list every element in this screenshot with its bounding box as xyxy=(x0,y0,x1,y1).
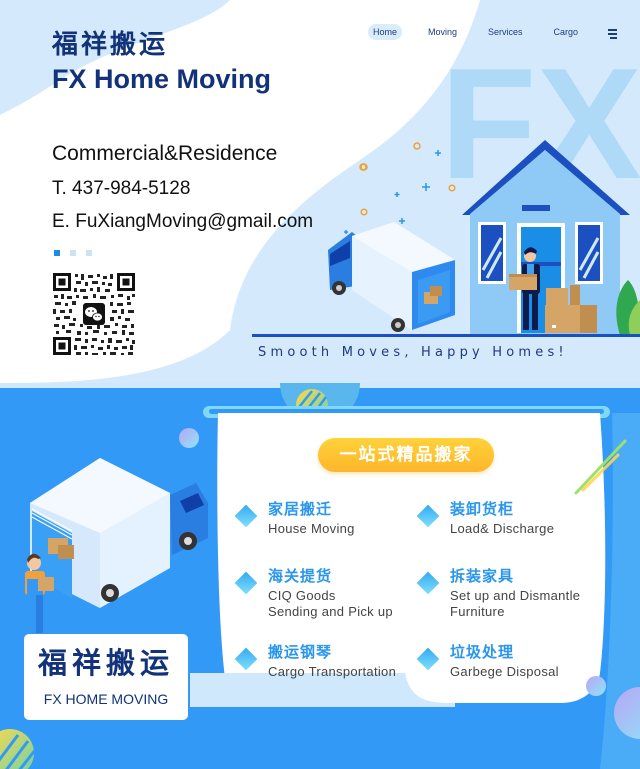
brand-name-en: FX Home Moving xyxy=(52,64,272,94)
diamond-bullet-icon xyxy=(416,504,440,528)
carousel-dot-3[interactable] xyxy=(86,250,92,256)
footer-logo-en: FX HOME MOVING xyxy=(43,691,169,707)
brand-block: 福祥搬运 FX Home Moving xyxy=(52,30,271,96)
service-title-en: Cargo Transportation xyxy=(268,664,397,679)
diamond-bullet-icon xyxy=(416,571,440,595)
nav-moving[interactable]: Moving xyxy=(428,27,458,37)
service-title-en: CIQ Goods xyxy=(268,588,336,603)
services-section: 一站式精品搬家 家居搬迁 House Moving 装卸货柜 Load& Dis… xyxy=(0,383,640,769)
diamond-bullet-icon xyxy=(234,504,258,528)
footer-logo-cn: 福祥搬运 xyxy=(37,646,174,680)
services-background xyxy=(0,383,640,769)
hero-section: FX xyxy=(0,0,640,383)
service-title-en-line2: Furniture xyxy=(450,604,505,619)
service-title-en: Load& Discharge xyxy=(450,521,555,536)
diamond-bullet-icon xyxy=(234,647,258,671)
diamond-bullet-icon xyxy=(234,571,258,595)
service-title-cn: 装卸货柜 xyxy=(450,500,515,518)
service-furniture-assembly[interactable]: 拆装家具 Set up and Dismantle Furniture xyxy=(414,567,580,620)
nav-cargo[interactable]: Cargo xyxy=(553,27,579,37)
service-title-cn: 垃圾处理 xyxy=(450,643,515,661)
service-title-cn: 搬运钢琴 xyxy=(268,643,333,661)
service-title-cn: 家居搬迁 xyxy=(268,500,333,518)
slogan: Smooth Moves, Happy Homes! xyxy=(258,345,568,360)
carousel-dot-2[interactable] xyxy=(70,250,76,256)
carousel-dots xyxy=(54,250,102,256)
email-address[interactable]: E. FuXiangMoving@gmail.com xyxy=(52,211,314,232)
service-title-cn: 海关提货 xyxy=(268,567,333,585)
nav-home[interactable]: Home xyxy=(368,24,403,40)
hero-illustration: FX xyxy=(0,0,640,383)
service-title-en: Garbege Disposal xyxy=(450,664,559,679)
phone-number[interactable]: T. 437-984-5128 xyxy=(52,178,191,199)
hamburger-menu-icon[interactable] xyxy=(608,29,618,41)
top-nav: Home Moving Services Cargo xyxy=(368,24,617,40)
footer-logo-card: 福祥搬运 FX HOME MOVING xyxy=(24,634,188,720)
tagline: Commercial&Residence xyxy=(52,142,278,165)
service-title-en: Set up and Dismantle xyxy=(450,588,581,603)
service-title-cn: 拆装家具 xyxy=(450,567,515,585)
carousel-dot-1[interactable] xyxy=(54,250,60,256)
nav-services[interactable]: Services xyxy=(488,27,523,37)
service-garbage-disposal[interactable]: 垃圾处理 Garbege Disposal xyxy=(414,643,559,680)
diamond-bullet-icon xyxy=(416,647,440,671)
wechat-qr-code xyxy=(52,272,136,356)
brand-name-cn: 福祥搬运 xyxy=(52,30,169,60)
service-title-en: House Moving xyxy=(268,521,355,536)
one-stop-badge: 一站式精品搬家 xyxy=(318,438,494,472)
service-ciq-goods[interactable]: 海关提货 CIQ Goods Sending and Pick up xyxy=(232,567,393,620)
service-load-discharge[interactable]: 装卸货柜 Load& Discharge xyxy=(414,500,554,537)
wechat-icon xyxy=(83,303,105,325)
service-title-en-line2: Sending and Pick up xyxy=(268,604,393,619)
service-house-moving[interactable]: 家居搬迁 House Moving xyxy=(232,500,355,537)
contact-block: Commercial&Residence T. 437-984-5128 E. … xyxy=(52,140,313,235)
service-cargo-transportation[interactable]: 搬运钢琴 Cargo Transportation xyxy=(232,643,396,680)
